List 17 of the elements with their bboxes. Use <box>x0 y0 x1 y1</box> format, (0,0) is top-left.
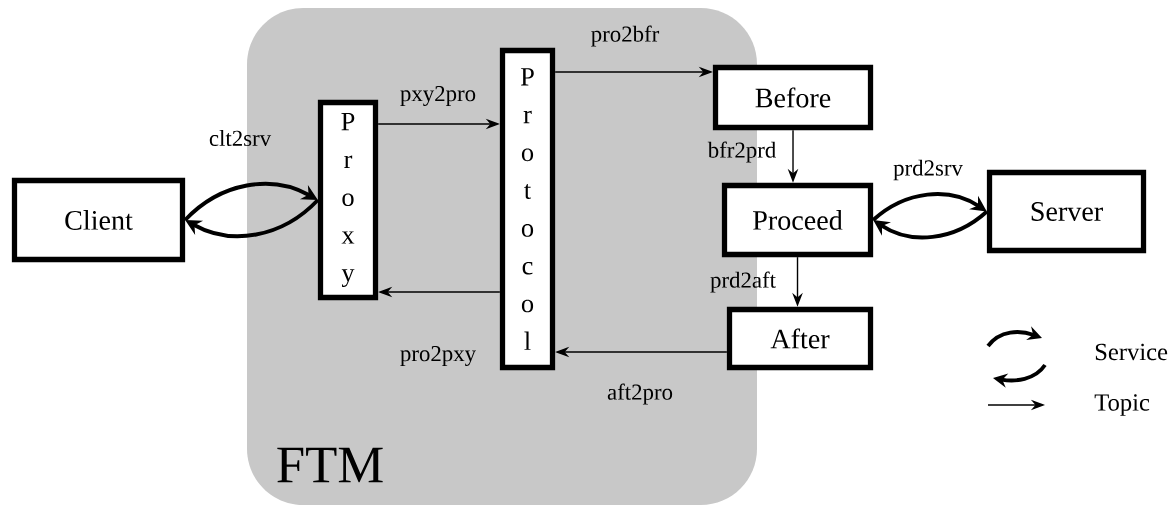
process-box: Before <box>712 64 874 131</box>
legend-text: Topic <box>1094 394 1150 416</box>
edge-label: aft2pro <box>607 383 673 405</box>
process-box: Server <box>986 169 1147 254</box>
edge-label: bfr2prd <box>707 141 776 163</box>
vertical-text-box: Protocol <box>499 47 556 371</box>
legend-text: Service <box>1095 343 1168 361</box>
edge-label: pxy2pro <box>400 85 476 107</box>
process-box: After <box>726 306 874 371</box>
edge-label: pro2bfr <box>591 25 660 47</box>
process-box: Proceed <box>721 182 874 258</box>
vertical-text-box: Proxy <box>317 99 379 301</box>
edge-label: pro2pxy <box>400 345 476 367</box>
edge-label: prd2srv <box>893 159 963 181</box>
edge-label: prd2aft <box>710 271 776 293</box>
edge-label: clt2srv <box>209 129 272 147</box>
process-box: Client <box>11 177 186 263</box>
